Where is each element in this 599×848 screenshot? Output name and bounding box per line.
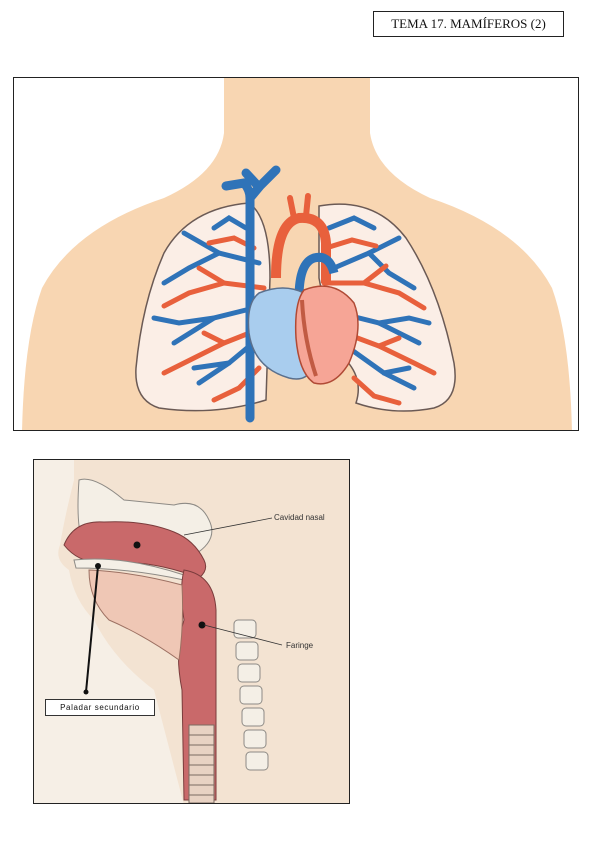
secondary-palate-label: Paladar secundario [45, 699, 155, 716]
pulmonary-arteries-left [321, 237, 437, 406]
pharynx-marker [198, 621, 206, 629]
aortic-branches [287, 193, 311, 221]
nasal-cavity-label: Cavidad nasal [274, 513, 325, 522]
pharynx-label: Faringe [286, 641, 314, 650]
palate-pointer [85, 565, 99, 693]
airway-illustration: Cavidad nasal Faringe [34, 460, 349, 803]
palate-pointer-end [83, 689, 89, 695]
nasal-cavity-pointer [183, 517, 273, 536]
heart-lungs-illustration [22, 78, 572, 430]
pharynx-pointer [203, 624, 283, 646]
pulmonary-artery [294, 252, 339, 299]
nasal-cavity-marker [133, 541, 141, 549]
tongue-tissue [88, 569, 184, 661]
heart-lungs-figure [13, 77, 579, 431]
vertebrae [233, 619, 269, 771]
trachea [188, 724, 215, 803]
aorta [271, 212, 331, 283]
airway-figure: Cavidad nasal Faringe Paladar secundario [33, 459, 350, 804]
page-title: TEMA 17. MAMÍFEROS (2) [373, 11, 564, 37]
vena-cava [221, 165, 281, 423]
heart-septum [300, 299, 318, 377]
